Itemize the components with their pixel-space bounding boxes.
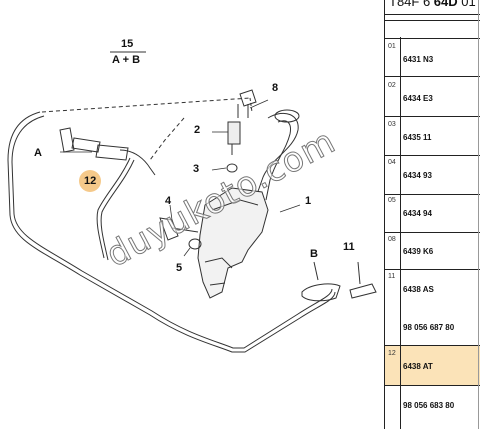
list-item[interactable]: 04 6434 93 <box>385 156 480 195</box>
callout-12[interactable]: 12 <box>84 175 97 187</box>
callout-4[interactable]: 4 <box>165 195 172 207</box>
row-index: 08 <box>388 236 396 243</box>
row-index: 11 <box>388 273 396 280</box>
list-item[interactable]: 11 6438 AS 98 056 687 80 <box>385 270 480 346</box>
list-item-selected[interactable]: 12 6438 AT <box>385 346 480 386</box>
diagram-drawing <box>7 51 377 353</box>
part-code[interactable]: 6434 94 <box>403 209 432 218</box>
list-item[interactable]: 02 6434 E3 <box>385 77 480 117</box>
part-code[interactable]: 6439 K6 <box>403 247 434 256</box>
row-index: 03 <box>388 121 396 128</box>
parts-diagram: 15 A + B 1 2 3 4 5 8 11 12 A B duyukoto.… <box>7 38 377 353</box>
callout-B[interactable]: B <box>310 248 318 260</box>
callout-11[interactable]: 11 <box>343 241 355 253</box>
list-item[interactable]: 05 6434 94 <box>385 195 480 233</box>
part-code[interactable]: 6434 93 <box>403 171 432 180</box>
part-code[interactable]: 6438 AS <box>403 285 434 294</box>
row-index: 05 <box>388 197 396 204</box>
row-index: 01 <box>388 43 396 50</box>
part-ref-number[interactable]: 98 056 687 80 <box>403 323 455 332</box>
row-index: 04 <box>388 159 396 166</box>
scrollbar-edge[interactable] <box>478 0 480 429</box>
list-item[interactable]: 98 056 683 80 <box>385 386 480 429</box>
callout-3[interactable]: 3 <box>193 163 200 175</box>
group-variant: A + B <box>112 54 141 66</box>
callout-5[interactable]: 5 <box>176 262 183 274</box>
group-number: 15 <box>121 38 134 50</box>
list-item[interactable]: 08 6439 K6 <box>385 233 480 270</box>
part-code[interactable]: 6435 11 <box>403 133 432 142</box>
callout-1[interactable]: 1 <box>305 195 312 207</box>
callout-2[interactable]: 2 <box>194 124 201 136</box>
reference-header: T84F 6 64D 01 <box>389 0 476 9</box>
list-item[interactable]: 03 6435 11 <box>385 117 480 156</box>
parts-list-panel: T84F 6 64D 01 01 6431 N3 02 6434 E3 03 6… <box>384 0 480 429</box>
callout-8[interactable]: 8 <box>272 82 279 94</box>
callout-A[interactable]: A <box>34 147 42 159</box>
part-code[interactable]: 6438 AT <box>403 362 433 371</box>
part-code[interactable]: 6434 E3 <box>403 94 433 103</box>
part-code[interactable]: 6431 N3 <box>403 55 434 64</box>
row-index: 12 <box>388 350 396 357</box>
header-divider <box>385 14 480 15</box>
row-index: 02 <box>388 82 396 89</box>
table-header <box>385 20 480 39</box>
part-ref-number[interactable]: 98 056 683 80 <box>403 401 455 410</box>
list-item[interactable]: 01 6431 N3 <box>385 37 480 77</box>
callout-12-highlight <box>79 170 101 192</box>
